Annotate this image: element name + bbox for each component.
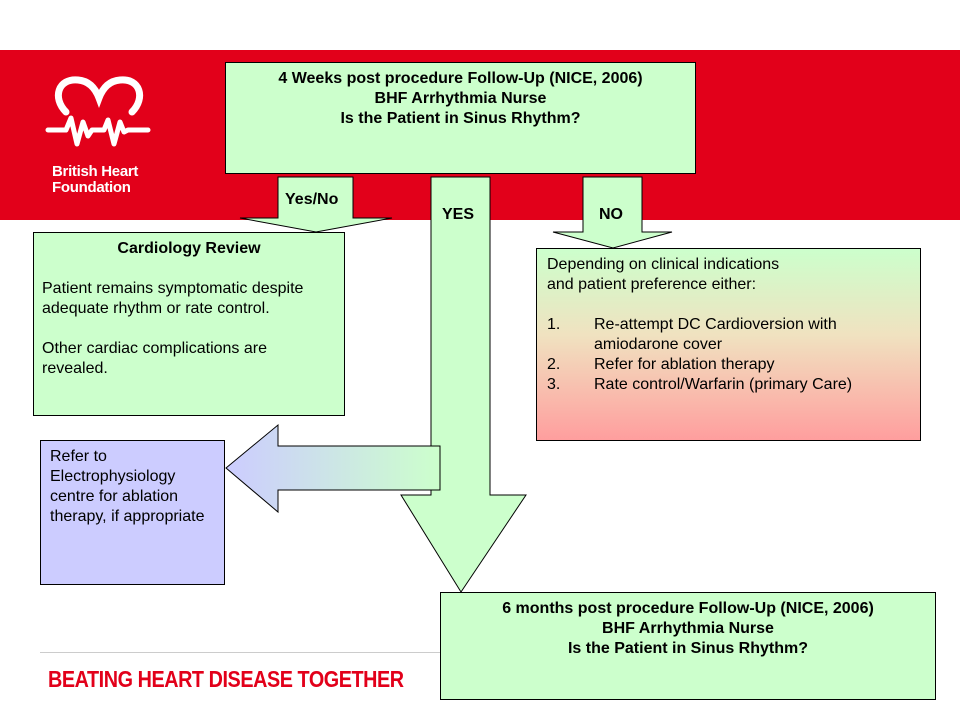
arrow-no-down	[552, 176, 673, 249]
clinical-option-3: 3. Rate control/Warfarin (primary Care)	[547, 375, 910, 395]
clinical-intro-line2: and patient preference either:	[547, 276, 757, 293]
four-week-line2: BHF Arrhythmia Nurse	[374, 90, 547, 107]
label-yes-no: Yes/No	[285, 191, 339, 208]
clinical-option-text: Re-attempt DC Cardioversion with amiodar…	[594, 316, 837, 353]
six-month-line1: 6 months post procedure Follow-Up (NICE,…	[502, 600, 874, 617]
clinical-option-num: 1.	[547, 316, 561, 333]
label-yes: YES	[442, 206, 475, 223]
four-week-line3: Is the Patient in Sinus Rhythm?	[340, 110, 581, 127]
cardiology-review-para1: Patient remains symptomatic despite adeq…	[42, 280, 304, 317]
arrow-left-to-ep	[225, 423, 441, 514]
cardiology-review-title: Cardiology Review	[117, 240, 261, 257]
brand-name-line1: British Heart	[52, 163, 139, 180]
clinical-option-2: 2. Refer for ablation therapy	[547, 355, 910, 375]
bhf-wordmark: British Heart Foundation	[52, 164, 138, 196]
arrow-yesno-down	[239, 176, 393, 233]
cardiology-review-para2: Other cardiac complications are revealed…	[42, 340, 267, 377]
clinical-intro-line1: Depending on clinical indications	[547, 256, 780, 273]
clinical-option-text: Rate control/Warfarin (primary Care)	[594, 376, 853, 393]
clinical-options-list: 1. Re-attempt DC Cardioversion with amiod…	[547, 315, 910, 395]
footer-divider	[40, 652, 440, 653]
six-month-line3: Is the Patient in Sinus Rhythm?	[567, 640, 809, 657]
arrow-yes-down	[400, 176, 527, 593]
brand-name-line2: Foundation	[52, 179, 131, 196]
clinical-option-text: Refer for ablation therapy	[594, 356, 775, 373]
four-week-line1: 4 Weeks post procedure Follow-Up (NICE, …	[278, 70, 643, 87]
clinical-option-1: 1. Re-attempt DC Cardioversion with amiod…	[547, 315, 910, 355]
clinical-option-num: 2.	[547, 356, 561, 373]
electrophysiology-referral-box: Refer to Electrophysiology centre for ab…	[40, 440, 225, 585]
six-month-followup-box: 6 months post procedure Follow-Up (NICE,…	[440, 592, 936, 700]
bhf-logo: British Heart Foundation	[44, 72, 154, 202]
label-no: NO	[599, 206, 623, 223]
clinical-option-num: 3.	[547, 376, 561, 393]
electrophysiology-referral-text: Refer to Electrophysiology centre for ab…	[50, 448, 205, 525]
brand-slogan: BEATING HEART DISEASE TOGETHER	[48, 666, 404, 692]
four-week-followup-box: 4 Weeks post procedure Follow-Up (NICE, …	[225, 62, 696, 174]
cardiology-review-box: Cardiology Review Patient remains sympto…	[33, 232, 345, 416]
clinical-options-box: Depending on clinical indications and pa…	[536, 248, 921, 441]
heart-pulse-icon	[45, 76, 151, 147]
six-month-line2: BHF Arrhythmia Nurse	[602, 620, 774, 637]
